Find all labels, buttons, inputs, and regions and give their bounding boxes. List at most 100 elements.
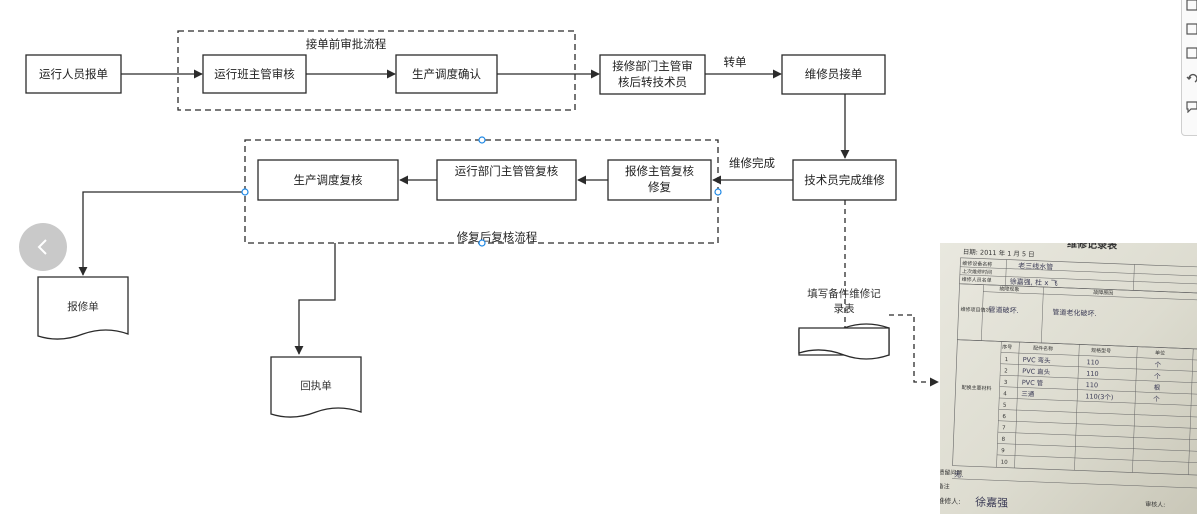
node-dispatch-recheck-label: 生产调度复核 [294, 173, 363, 187]
sheet-row-divider [999, 397, 1197, 407]
sheet-row-no: 6 [1002, 414, 1006, 420]
sheet-row-name: 三通 [1021, 389, 1035, 399]
sheet-title: 维修记录表 [1067, 243, 1118, 252]
doc-repair-slip[interactable]: 报修单 [37, 276, 129, 340]
node-dept-review-transfer-line1: 接修部门主管审 [612, 59, 693, 73]
node-ops-dept-recheck-label: 运行部门主管管复核 [455, 164, 559, 178]
node-repairer-accept-label: 维修员接单 [805, 67, 863, 81]
resize-handle-right[interactable] [714, 188, 722, 196]
sheet-row-name: PVC 弯头 [1023, 355, 1052, 365]
sheet-row-no: 4 [1003, 391, 1007, 397]
node-dispatch-confirm[interactable]: 生产调度确认 [395, 54, 498, 94]
edge-label-repair-done: 维修完成 [729, 156, 775, 170]
sheet-signer-label: 维修人: [940, 496, 961, 506]
sheet-parts-label: 配换主要材料 [961, 384, 991, 392]
sheet-fault-cause: 管道老化破坏. [1052, 307, 1097, 318]
sheet-row-no: 3 [1004, 380, 1008, 386]
node-dept-review-transfer-line2: 核后转技术员 [618, 75, 687, 89]
sheet-parts-rows: 1 PVC 弯头 110 个 2 PVC 直头 110 个 3 PVC 管 110 根 4 三通 110(3… [996, 352, 1197, 466]
sheet-fault-section: 维修项目情况 [960, 306, 990, 314]
sheet-row-name: PVC 管 [1022, 378, 1044, 388]
sheet-remaining-issue: 无. [954, 471, 964, 479]
record-sheet-image: 维修记录表 日期: 2011 年 1 月 5 日 维修设备名称 上次维修时间 维… [940, 243, 1197, 514]
sheet-remark-label: 备注 [940, 482, 950, 490]
node-ops-dept-recheck[interactable]: 运行部门主管管复核 [436, 159, 577, 201]
back-button[interactable] [19, 223, 67, 271]
doc-receipt[interactable]: 回执单 [270, 356, 362, 418]
sheet-row-divider [997, 431, 1197, 441]
sheet-row-divider [999, 386, 1197, 395]
sheet-row-divider [1000, 363, 1197, 372]
group-pre-approval[interactable] [177, 30, 576, 111]
sheet-row-unit: 根 [1154, 383, 1161, 392]
node-dept-review-transfer[interactable]: 接修部门主管审 核后转技术员 [599, 54, 706, 95]
sheet-row-no: 5 [1003, 403, 1007, 409]
undo-icon[interactable] [1186, 73, 1197, 85]
sheet-reviewer-label: 审核人: [1145, 500, 1165, 509]
doc-fill-record-line2: 录表 [834, 302, 855, 315]
doc-fill-record-line1: 填写备件维修记 [807, 287, 881, 300]
node-shift-lead-review-label: 运行班主管审核 [214, 67, 295, 81]
group-post-recheck-label: 修复后复核流程 [457, 230, 538, 244]
node-dispatch-recheck[interactable]: 生产调度复核 [257, 159, 399, 201]
sheet-row-divider [998, 409, 1197, 418]
chevron-left-icon [37, 239, 47, 255]
sheet-row-divider [1000, 374, 1197, 384]
sheet-signer: 徐嘉强 [975, 495, 1009, 510]
sheet-equipment-name: 老三线水管 [1018, 261, 1053, 271]
resize-handle-left[interactable] [241, 188, 249, 196]
sheet-fault-cause-label: 故障原因 [1093, 289, 1113, 297]
sheet-row-unit: 个 [1153, 395, 1160, 403]
sheet-row-label-1: 维修设备名称 [962, 260, 992, 268]
sheet-row-divider [997, 443, 1197, 452]
node-shift-lead-review[interactable]: 运行班主管审核 [202, 54, 307, 94]
node-repairer-accept[interactable]: 维修员接单 [781, 54, 886, 95]
sheet-row-spec: 110(3个) [1085, 392, 1113, 401]
sheet-row-name: PVC 直头 [1022, 366, 1051, 376]
sheet-row-spec: 110 [1086, 370, 1099, 378]
sheet-row-unit: 个 [1154, 372, 1161, 380]
sheet-header-name: 配件名称 [1033, 345, 1053, 353]
edge-group-to-receipt [294, 243, 336, 355]
sheet-row-no: 2 [1004, 368, 1008, 374]
node-report[interactable]: 运行人员报单 [25, 54, 122, 94]
edge-record-to-photo [889, 314, 939, 387]
sheet-row-spec: 110 [1086, 358, 1099, 366]
edge-label-transfer: 转单 [724, 55, 747, 69]
sheet-repairers: 徐嘉强, 杜 x 飞 [1010, 277, 1058, 288]
sheet-row-no: 9 [1001, 448, 1005, 454]
node-tech-complete[interactable]: 技术员完成维修 [792, 159, 897, 201]
group-pre-approval-label: 接单前审批流程 [306, 37, 387, 51]
node-report-lead-recheck-line1: 报修主管复核 [625, 164, 694, 178]
record-sheet-photo[interactable]: 维修记录表 日期: 2011 年 1 月 5 日 维修设备名称 上次维修时间 维… [940, 243, 1197, 514]
resize-handle-top[interactable] [478, 136, 486, 144]
sheet-row-divider [1000, 352, 1197, 361]
checkbox-icon[interactable] [1186, 0, 1197, 11]
sheet-row-no: 7 [1002, 425, 1006, 431]
sheet-row-no: 1 [1005, 357, 1009, 363]
sheet-row-divider [996, 454, 1197, 464]
sheet-row-no: 8 [1001, 437, 1005, 443]
node-tech-complete-label: 技术员完成维修 [804, 173, 885, 187]
sheet-row-no: 10 [1001, 460, 1009, 466]
sheet-header-unit: 单位 [1155, 349, 1165, 356]
sheet-header-no: 序号 [1002, 343, 1012, 350]
node-report-label: 运行人员报单 [39, 67, 108, 81]
comment-icon[interactable] [1186, 101, 1197, 113]
doc-fill-record-docshape[interactable] [798, 327, 890, 360]
sheet-header-spec: 规格型号 [1091, 347, 1111, 355]
right-toolbar [1181, 0, 1197, 136]
page-icon[interactable] [1186, 23, 1197, 35]
sheet-row-spec: 110 [1086, 381, 1099, 389]
resize-handle-bottom[interactable] [478, 239, 486, 247]
doc-repair-slip-label: 报修单 [67, 300, 99, 313]
sheet-remaining-issue-label: 遗留问题 [940, 468, 962, 477]
sheet-fault-phenomenon-label: 故障现象 [999, 285, 1019, 293]
node-report-lead-recheck[interactable]: 报修主管复核 修复 [607, 159, 712, 201]
edge-group-to-repair-slip [78, 191, 245, 276]
copy-icon[interactable] [1186, 47, 1197, 59]
sheet-row-label-3: 维修人员名单 [962, 276, 992, 284]
sheet-date: 日期: 2011 年 1 月 5 日 [963, 247, 1035, 259]
